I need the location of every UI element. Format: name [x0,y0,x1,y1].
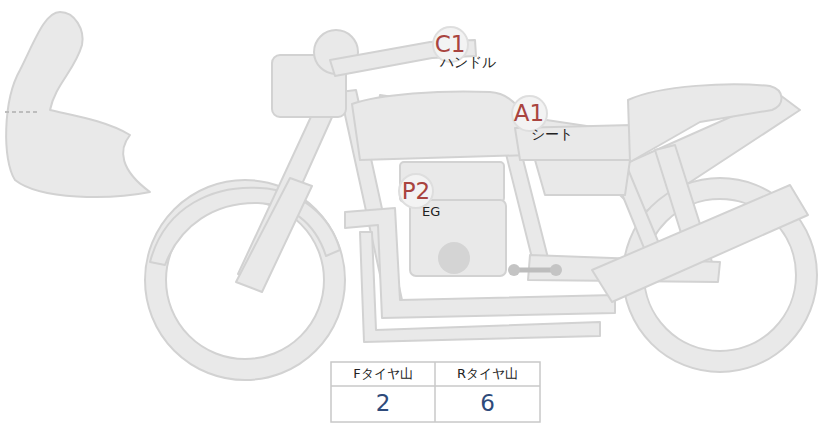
part-name: EG [422,204,440,220]
table-value: 2 [376,390,391,418]
front-fender [150,188,340,265]
seat-front [515,125,632,160]
callout-number: A1 [514,102,544,125]
fork-leg [236,178,312,292]
fairing [6,12,150,197]
table-header: Fタイヤ山 [353,366,412,382]
table-header: Rタイヤ山 [457,366,518,382]
side-cover [535,160,630,195]
tyre-table [331,362,540,422]
part-name: ハンドル [440,54,496,71]
engine-cover [438,242,470,274]
part-name: シート [531,126,573,143]
pivot-nut [550,264,562,276]
fuel-tank [352,92,530,161]
table-value: 6 [480,390,495,418]
callout-number: C1 [435,33,466,56]
muffler [592,185,808,302]
engine-head [400,162,504,202]
seat-rear [628,84,782,162]
callout-number: P2 [402,180,431,203]
callout-circle: P2 [398,173,434,209]
engine-case [410,200,506,276]
pivot-bolt [508,264,520,276]
